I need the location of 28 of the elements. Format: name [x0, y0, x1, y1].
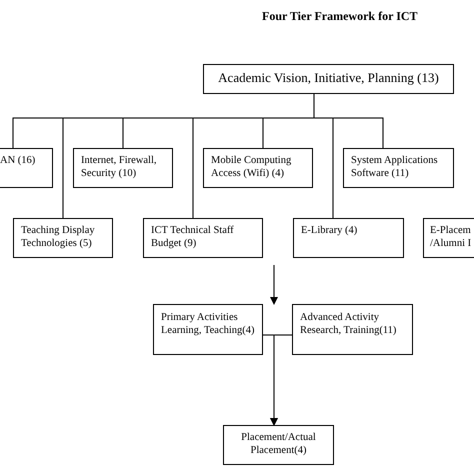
box-label: Teaching Display Technologies (5) — [20, 224, 96, 250]
box-label: Advanced Activity Research, Training(11) — [299, 311, 398, 338]
process-box — [292, 304, 413, 355]
box-label: E-Library (4) — [300, 224, 358, 238]
process-box — [13, 218, 113, 258]
process-box — [153, 304, 263, 355]
process-box — [293, 218, 404, 258]
box-label: Mobile Computing Access (Wifi) (4) — [210, 154, 292, 180]
arrow — [270, 264, 278, 305]
process-box — [223, 425, 334, 465]
process-box — [203, 148, 313, 188]
box-label: Placement/Actual Placement(4) — [240, 431, 317, 458]
process-box — [73, 148, 173, 188]
process-box — [0, 148, 53, 188]
box-label: ICT Technical Staff Budget (9) — [150, 224, 235, 250]
process-box — [343, 148, 454, 188]
diagram-title: Four Tier Framework for ICT — [262, 8, 418, 25]
box-label: AN (16) — [0, 154, 36, 168]
connector-line — [314, 94, 334, 218]
box-label: System Applications Software (11) — [350, 154, 439, 180]
process-box — [203, 64, 454, 94]
process-box — [143, 218, 263, 258]
box-label: E-Placem /Alumni I — [429, 224, 472, 250]
box-label: Academic Vision, Initiative, Planning (13) — [217, 69, 440, 86]
box-label: Internet, Firewall, Security (10) — [80, 154, 158, 180]
box-label: Primary Activities Learning, Teaching(4) — [160, 311, 256, 338]
arrow — [270, 334, 292, 426]
process-box — [423, 218, 474, 258]
